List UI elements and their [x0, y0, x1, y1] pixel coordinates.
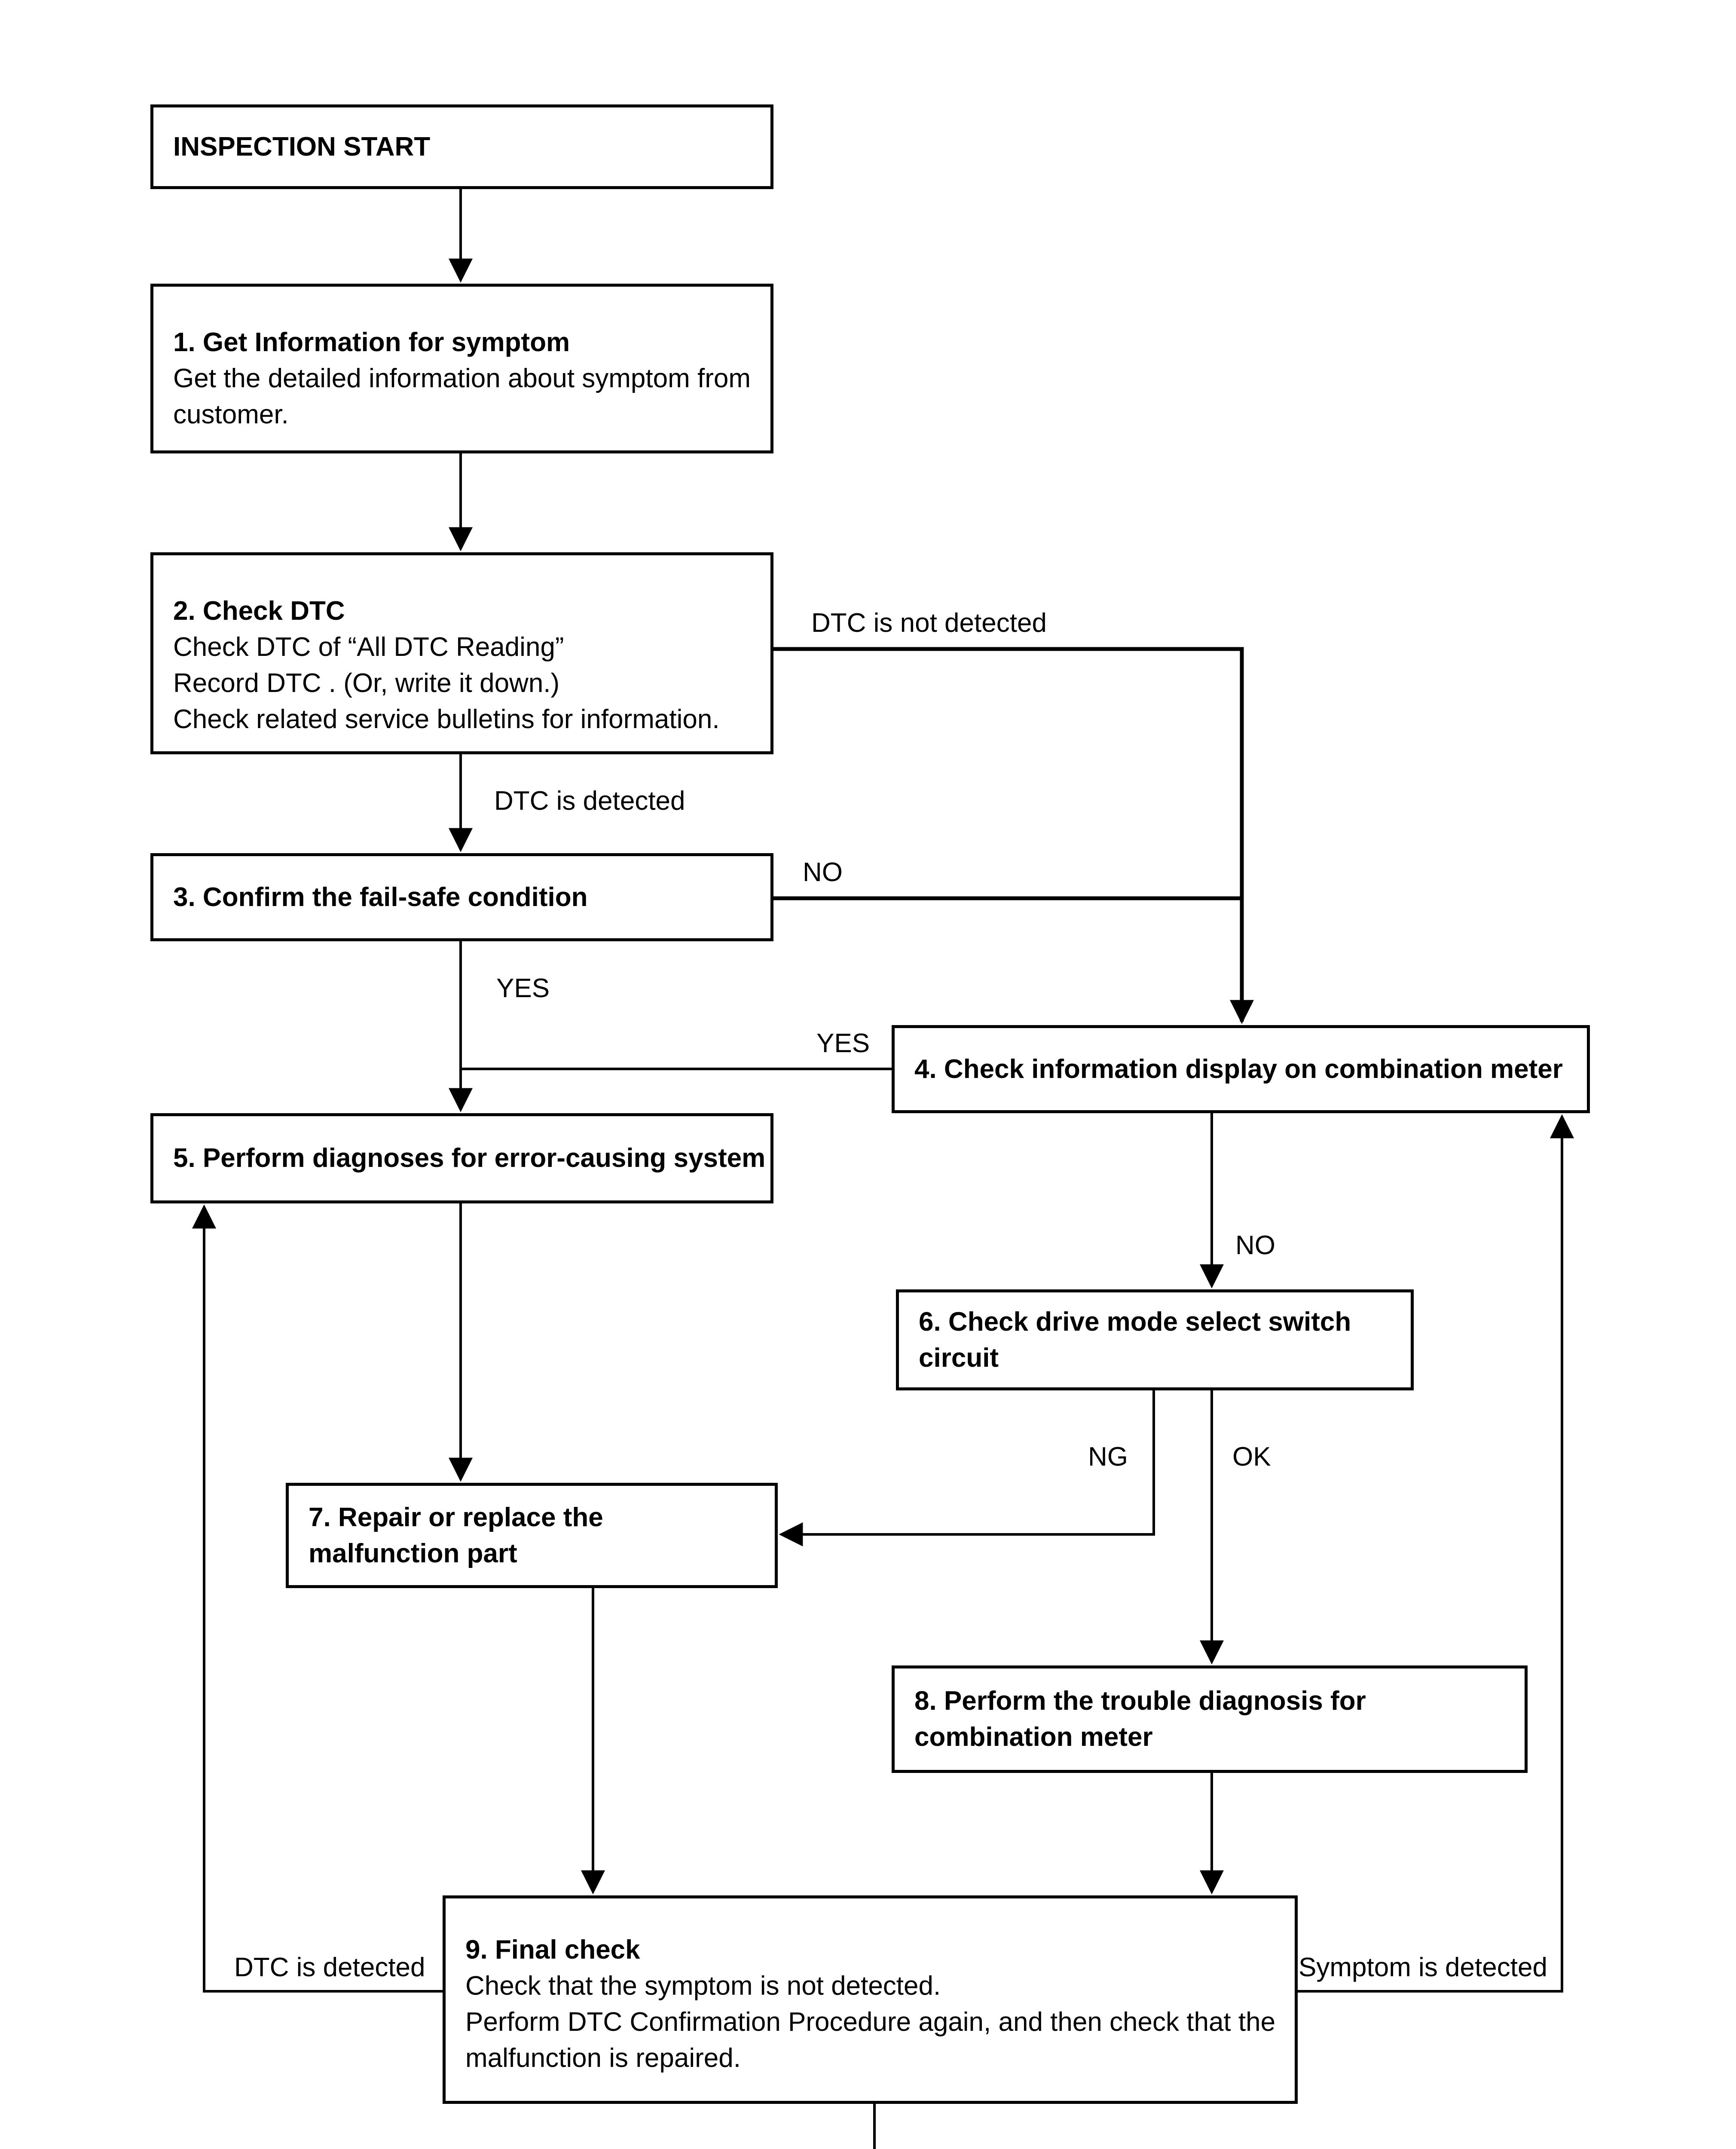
node-step7-repair-or-replace: 7. Repair or replace the malfunction par…	[286, 1483, 778, 1588]
node-body-line: Check DTC of “All DTC Reading”	[173, 632, 564, 662]
edge-label-yes-fail-safe: YES	[496, 973, 550, 1003]
node-title: 1. Get Information for symptom	[173, 328, 570, 357]
node-body-line: malfunction is repaired.	[465, 2043, 741, 2073]
node-body-line: Get the detailed information about sympt…	[173, 364, 751, 393]
node-step5-perform-diagnoses: 5. Perform diagnoses for error-causing s…	[150, 1113, 773, 1203]
node-body-line: Check that the symptom is not detected.	[465, 1971, 941, 2001]
node-body-line: Record DTC . (Or, write it down.)	[173, 668, 560, 698]
edge-step9-to-step4-symptom-detected	[1298, 1114, 1574, 1993]
node-title-line2: malfunction part	[309, 1538, 517, 1568]
node-title: 3. Confirm the fail-safe condition	[173, 882, 588, 912]
node-inspection-start: INSPECTION START	[150, 104, 773, 189]
node-step1-get-information: 1. Get Information for symptom Get the d…	[150, 284, 773, 453]
node-step8-trouble-diagnosis: 8. Perform the trouble diagnosis for com…	[892, 1665, 1528, 1773]
edge-label-dtc-is-detected-return: DTC is detected	[234, 1953, 425, 1982]
edge-label-symptom-is-detected: Symptom is detected	[1299, 1953, 1547, 1982]
edge-label-yes-info-display: YES	[816, 1029, 870, 1058]
edge-step9-to-step5-dtc-detected	[192, 1204, 443, 1993]
node-title: 9. Final check	[465, 1935, 640, 1965]
node-title: 2. Check DTC	[173, 596, 345, 626]
node-body-line: customer.	[173, 400, 289, 429]
node-title: 4. Check information display on combinat…	[914, 1054, 1563, 1084]
node-title-line2: circuit	[919, 1343, 999, 1373]
node-title-line2: combination meter	[914, 1722, 1153, 1752]
edge-label-ng: NG	[1088, 1442, 1128, 1472]
node-title: 7. Repair or replace the	[309, 1502, 603, 1532]
edge-label-ok: OK	[1232, 1442, 1271, 1472]
node-step3-confirm-fail-safe: 3. Confirm the fail-safe condition	[150, 853, 773, 941]
edge-step2-to-step4-dtc-not-detected	[773, 647, 1254, 1024]
node-title: 8. Perform the trouble diagnosis for	[914, 1686, 1366, 1716]
edge-label-dtc-is-detected: DTC is detected	[494, 786, 685, 816]
edge-label-no-fail-safe: NO	[803, 857, 843, 887]
node-step4-check-information-display: 4. Check information display on combinat…	[892, 1025, 1590, 1113]
node-title: INSPECTION START	[173, 132, 431, 162]
node-step2-check-dtc: 2. Check DTC Check DTC of “All DTC Readi…	[150, 552, 773, 754]
node-body-line: Check related service bulletins for info…	[173, 704, 720, 734]
edge-label-dtc-is-not-detected: DTC is not detected	[811, 608, 1047, 638]
node-title: 6. Check drive mode select switch	[919, 1307, 1351, 1337]
node-step9-final-check: 9. Final check Check that the symptom is…	[443, 1895, 1298, 2104]
node-body-line: Perform DTC Confirmation Procedure again…	[465, 2007, 1276, 2037]
node-step6-check-drive-mode-switch: 6. Check drive mode select switch circui…	[896, 1289, 1414, 1390]
edge-label-no-info-display: NO	[1235, 1231, 1275, 1260]
edge-step6-to-step7-ng	[779, 1390, 1155, 1546]
node-title: 5. Perform diagnoses for error-causing s…	[173, 1143, 766, 1173]
